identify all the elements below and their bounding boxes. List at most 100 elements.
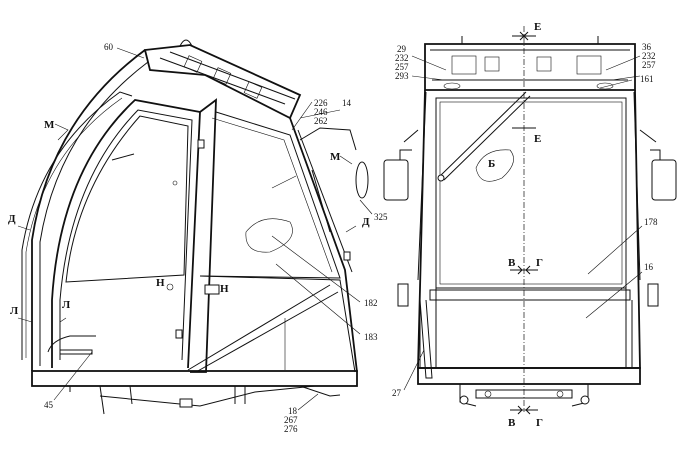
arrows-vg-mid	[510, 265, 538, 275]
lock-box	[204, 284, 220, 295]
label-27: 27	[392, 388, 402, 398]
wiper-mark	[111, 153, 135, 161]
label-293: 293	[395, 71, 409, 81]
label-16: 16	[644, 262, 654, 272]
door-inner	[59, 109, 193, 361]
leaders-left-top	[411, 55, 447, 81]
mirror-left	[383, 159, 409, 201]
front-curve-outer	[31, 49, 146, 371]
label-29: 29	[397, 44, 407, 54]
label-45: 45	[44, 400, 54, 410]
leaders-right-top	[599, 55, 641, 89]
linkage-block	[179, 398, 193, 408]
body-front	[417, 89, 641, 369]
label-178: 178	[644, 217, 658, 227]
label-v-bot: В	[508, 417, 516, 429]
front-curve-inner	[39, 61, 149, 366]
label-36: 36	[642, 42, 652, 52]
rear-brace-1	[187, 284, 331, 371]
label-232b: 232	[642, 51, 656, 61]
leader-45	[53, 351, 93, 401]
roof-box-1	[451, 55, 477, 75]
label-246: 246	[314, 107, 328, 117]
window-mark	[271, 175, 297, 189]
lamp-right	[596, 82, 614, 90]
label-14: 14	[342, 98, 352, 108]
pillars	[417, 91, 641, 281]
label-n-right: Н	[220, 283, 229, 295]
leader-226-14	[291, 101, 341, 131]
label-183: 183	[364, 332, 378, 342]
roof-box-4	[576, 55, 602, 75]
roof-rib-2	[169, 51, 296, 100]
label-257a: 257	[395, 62, 409, 72]
lifting-eye	[179, 39, 193, 47]
label-l-left: Л	[10, 305, 19, 317]
label-226: 226	[314, 98, 328, 108]
roof-box-2	[484, 56, 500, 72]
label-m-left: М	[44, 119, 55, 131]
leader-m-left	[54, 123, 69, 141]
door-handle-line	[47, 335, 96, 353]
cab-side-view	[17, 39, 373, 415]
label-v-mid: В	[508, 257, 516, 269]
leader-178	[587, 225, 643, 275]
roof-rib	[159, 57, 286, 105]
under-bolts	[69, 385, 246, 415]
cab-base-plate	[31, 370, 358, 387]
door-frame	[51, 99, 201, 369]
lower-rails	[419, 300, 633, 368]
roof-eyes	[461, 36, 599, 44]
front-base	[417, 367, 641, 385]
label-232a: 232	[395, 53, 409, 63]
front-handrail-inner	[25, 97, 123, 358]
roof-box-3	[536, 56, 552, 72]
label-g-bot: Г	[536, 417, 543, 429]
door-point	[172, 180, 178, 186]
side-window	[199, 111, 341, 279]
mirror-arms	[399, 149, 661, 190]
rear-pillar-inner	[297, 129, 353, 273]
lamp-left	[443, 82, 461, 90]
label-267: 267	[284, 415, 298, 425]
label-e-top: Е	[534, 21, 541, 33]
fitting	[166, 283, 174, 291]
leader-18	[297, 393, 319, 411]
leader-m-right	[339, 155, 353, 165]
arrows-vg-bot	[510, 405, 538, 415]
label-276: 276	[284, 424, 298, 434]
mid-crossbar	[429, 289, 631, 301]
door-handle	[59, 349, 93, 355]
mirror-strut	[311, 169, 331, 233]
roof-lines	[430, 49, 630, 81]
mirror-struts	[403, 129, 657, 143]
label-18: 18	[288, 406, 298, 416]
door-window	[65, 115, 189, 283]
side-rod	[419, 299, 433, 379]
label-e-mid: Е	[534, 133, 541, 145]
glass-reflection	[245, 218, 293, 253]
side-bracket-left	[397, 283, 409, 307]
label-325: 325	[374, 212, 388, 222]
front-handrail	[21, 91, 133, 360]
hinge	[175, 329, 183, 339]
rear-linkage	[299, 385, 341, 397]
label-262: 262	[314, 116, 328, 126]
roof-box	[183, 55, 203, 73]
mirror-right	[651, 159, 677, 201]
mirror-arm	[299, 127, 357, 151]
step-bolt	[556, 390, 564, 398]
leader-d-right	[345, 225, 357, 233]
step-bolt	[484, 390, 492, 398]
arrows-e-top	[512, 31, 536, 41]
leader-27	[403, 349, 425, 391]
windshield-inner	[439, 101, 623, 285]
side-window-inner	[211, 117, 333, 273]
label-m-right: М	[330, 151, 341, 163]
mirror	[355, 161, 369, 199]
label-257b: 257	[642, 60, 656, 70]
lower-posts	[435, 288, 627, 368]
leader-60	[116, 47, 145, 59]
label-60: 60	[104, 42, 114, 52]
